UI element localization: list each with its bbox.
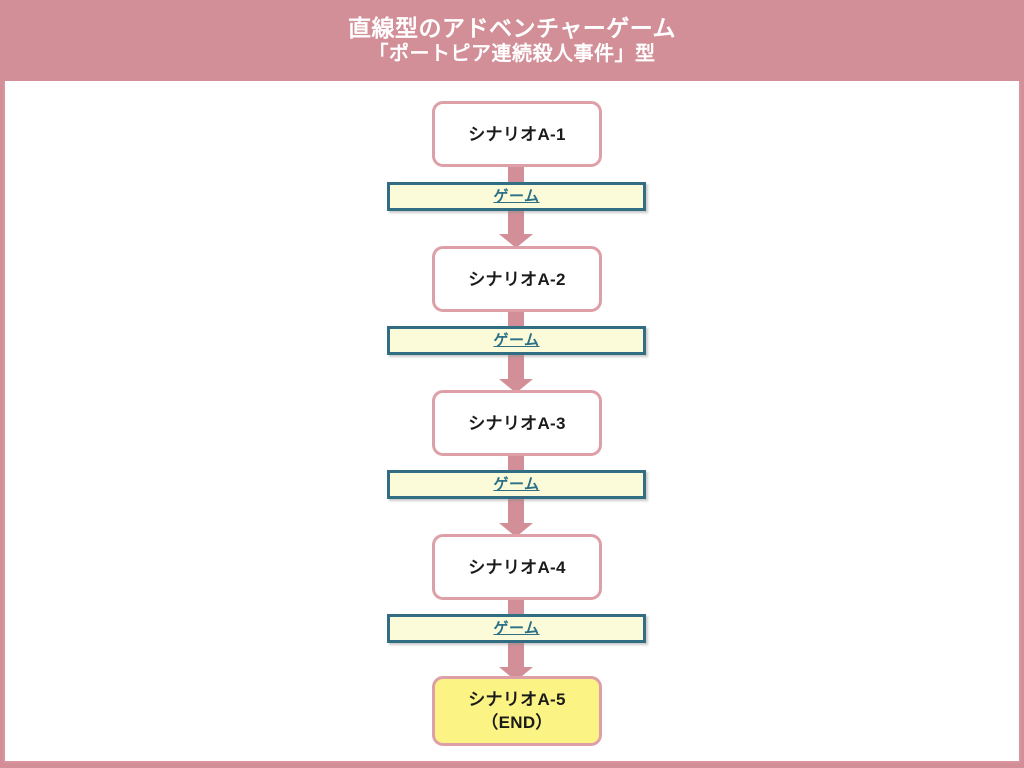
scenario-node-a1[interactable]: シナリオA-1 bbox=[432, 101, 602, 167]
game-connector-label: ゲーム bbox=[493, 331, 540, 349]
slide-header: 直線型のアドベンチャーゲーム 「ポートピア連続殺人事件」型 bbox=[0, 0, 1024, 81]
scenario-node-label: シナリオA-3 bbox=[468, 413, 566, 433]
scenario-node-label: シナリオA-4 bbox=[468, 557, 566, 577]
scenario-node-a2[interactable]: シナリオA-2 bbox=[432, 246, 602, 312]
scenario-node-a5-end[interactable]: シナリオA-5（END） bbox=[432, 676, 602, 746]
game-connector-2[interactable]: ゲーム bbox=[387, 326, 646, 355]
arrow-head bbox=[499, 234, 533, 248]
scenario-node-label: シナリオA-1 bbox=[468, 124, 566, 144]
game-connector-label: ゲーム bbox=[493, 619, 540, 637]
page-title-line-1: 直線型のアドベンチャーゲーム bbox=[347, 15, 677, 41]
diagram-canvas: シナリオA-1 ゲーム シナリオA-2 ゲーム シナリオA-3 ゲーム bbox=[3, 81, 1021, 763]
scenario-node-label: シナリオA-2 bbox=[468, 269, 566, 289]
game-connector-label: ゲーム bbox=[493, 187, 540, 205]
game-connector-3[interactable]: ゲーム bbox=[387, 470, 646, 499]
scenario-node-a3[interactable]: シナリオA-3 bbox=[432, 390, 602, 456]
scenario-node-a4[interactable]: シナリオA-4 bbox=[432, 534, 602, 600]
game-connector-label: ゲーム bbox=[493, 475, 540, 493]
game-connector-4[interactable]: ゲーム bbox=[387, 614, 646, 643]
arrow-head bbox=[499, 523, 533, 537]
page-title-line-2: 「ポートピア連続殺人事件」型 bbox=[368, 43, 656, 65]
flowchart: シナリオA-1 ゲーム シナリオA-2 ゲーム シナリオA-3 ゲーム bbox=[5, 81, 1019, 761]
scenario-node-label: シナリオA-5（END） bbox=[468, 690, 566, 732]
game-connector-1[interactable]: ゲーム bbox=[387, 182, 646, 211]
arrow-head bbox=[499, 379, 533, 393]
